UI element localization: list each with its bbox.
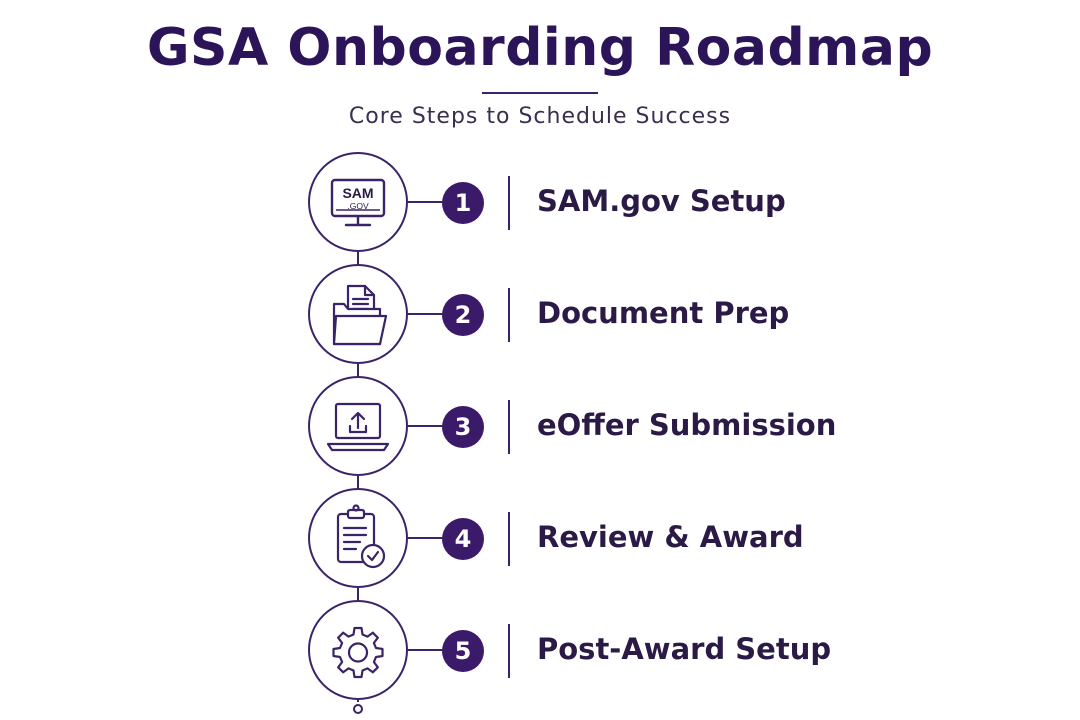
roadmap-step-2: 2 Document Prep [0,264,1080,364]
step-divider [508,176,510,230]
clipboard-check-icon [308,488,408,588]
step-connector [406,201,444,203]
roadmap-step-4: 4 Review & Award [0,488,1080,588]
monitor-text-gov: .GOV [347,201,369,211]
timeline-end-dot [353,704,363,714]
step-connector [406,313,444,315]
roadmap-step-3: 3 eOffer Submission [0,376,1080,476]
step-number-badge: 1 [442,182,484,224]
monitor-text-sam: SAM [342,185,373,201]
roadmap-step-1: SAM .GOV 1 SAM.gov Setup [0,152,1080,252]
step-label: Review & Award [537,520,804,554]
step-connector [406,425,444,427]
step-number-badge: 3 [442,406,484,448]
step-divider [508,400,510,454]
roadmap-step-5: 5 Post-Award Setup [0,600,1080,700]
step-number-badge: 2 [442,294,484,336]
step-number-badge: 4 [442,518,484,560]
step-divider [508,624,510,678]
monitor-icon: SAM .GOV [308,152,408,252]
gear-icon [308,600,408,700]
step-connector [406,649,444,651]
step-label: SAM.gov Setup [537,184,786,218]
folder-document-icon [308,264,408,364]
timeline-spine [357,250,359,702]
step-divider [508,288,510,342]
page-subtitle: Core Steps to Schedule Success [348,104,732,129]
step-number-badge: 5 [442,630,484,672]
step-label: Document Prep [537,296,790,330]
step-label: Post-Award Setup [537,632,832,666]
page-title: GSA Onboarding Roadmap [146,18,934,78]
laptop-upload-icon [308,376,408,476]
step-label: eOffer Submission [537,408,837,442]
title-underline [482,92,598,94]
step-divider [508,512,510,566]
step-connector [406,537,444,539]
